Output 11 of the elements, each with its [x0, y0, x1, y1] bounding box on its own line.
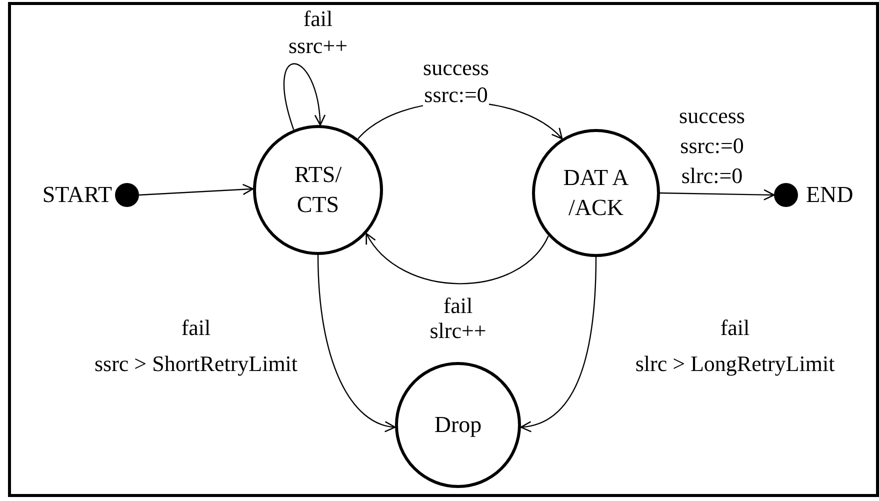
- state-label: DAT A /ACK: [562, 164, 630, 222]
- arrow: [284, 63, 326, 130]
- arrow: [138, 184, 254, 196]
- arrow: [660, 189, 775, 200]
- terminal-label: END: [806, 181, 854, 209]
- terminal-label: START: [42, 181, 112, 209]
- state-label: RTS/ CTS: [293, 161, 343, 219]
- state-label: Drop: [433, 411, 483, 439]
- arrow: [366, 232, 549, 284]
- arrow: [520, 256, 597, 432]
- arrow: [317, 254, 396, 432]
